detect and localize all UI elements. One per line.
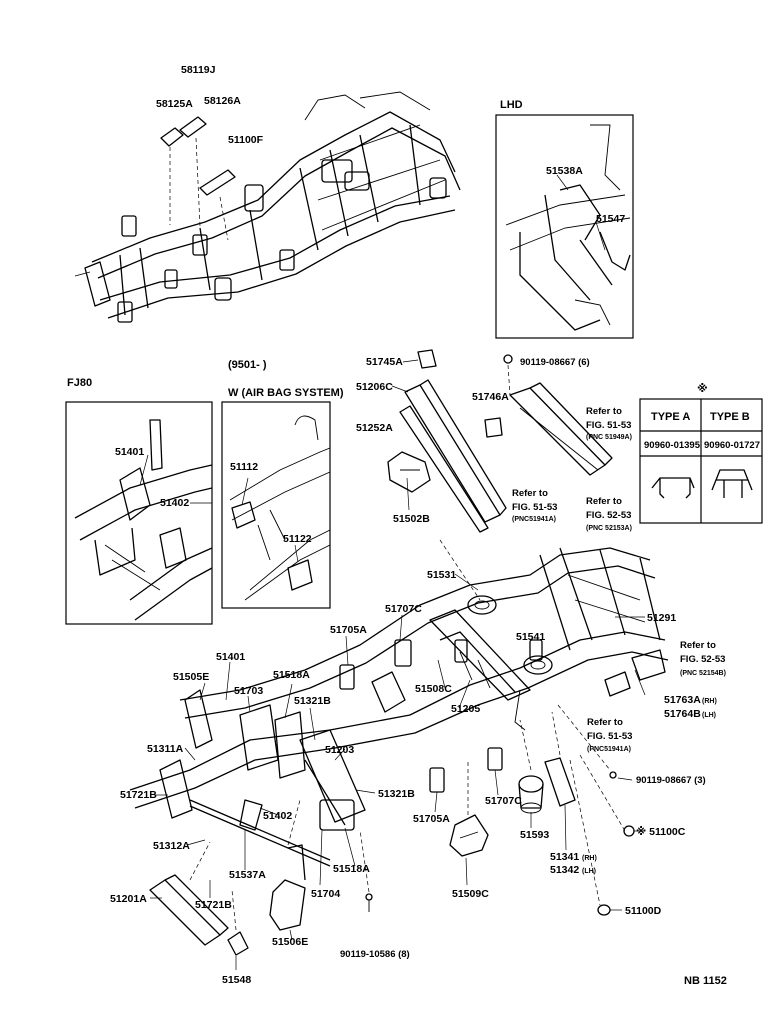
- ref-fig52-53-b-pnc: (PNC 52154B): [680, 670, 726, 677]
- ref-fig52-53-a-line1: Refer to: [586, 496, 622, 507]
- part-label-51705A-bot: 51705A: [413, 813, 450, 825]
- part-label-51518A-bot: 51518A: [333, 863, 370, 875]
- part-label-51205: 51205: [451, 703, 480, 715]
- airbag-inset-title: W (AIR BAG SYSTEM): [228, 387, 344, 399]
- airbag-label-51122: 51122: [283, 533, 312, 545]
- part-label-51707C-top: 51707C: [385, 603, 422, 615]
- ref-fig51-53-b-pnc: (PNC51941A): [512, 516, 556, 523]
- clip-table-part-b: 90960-01727: [704, 440, 760, 451]
- part-label-51341: 51341: [550, 851, 579, 863]
- part-label-51593: 51593: [520, 829, 549, 841]
- ref-fig51-53-b-line2: FIG. 51-53: [512, 502, 557, 513]
- part-label-51763A-side: (RH): [702, 698, 717, 705]
- part-label-51252A: 51252A: [356, 422, 393, 434]
- ref-fig51-53-c-line2: FIG. 51-53: [587, 731, 632, 742]
- part-label-51707C-bot: 51707C: [485, 795, 522, 807]
- part-label-51342: 51342: [550, 864, 579, 876]
- part-label-51705A-top: 51705A: [330, 624, 367, 636]
- ref-fig51-53-c-line1: Refer to: [587, 717, 623, 728]
- ref-fig51-53-c-pnc: (PNC51941A): [587, 746, 631, 753]
- airbag-label-51112: 51112: [230, 461, 258, 473]
- part-label-51312A: 51312A: [153, 840, 190, 852]
- ref-fig52-53-b-line1: Refer to: [680, 640, 716, 651]
- ref-fig51-53-b-line1: Refer to: [512, 488, 548, 499]
- figure-code: NB 1152: [684, 975, 727, 987]
- exploded-upper-parts: [387, 349, 613, 601]
- part-label-51537A: 51537A: [229, 869, 266, 881]
- fj80-label-51402: 51402: [160, 497, 189, 509]
- part-label-51402: 51402: [263, 810, 292, 822]
- ref-fig52-53-a-pnc: (PNC 52153A): [586, 525, 632, 532]
- part-label-90119-08667-6: 90119-08667 (6): [520, 357, 590, 368]
- ref-fig52-53-a-line2: FIG. 52-53: [586, 510, 631, 521]
- part-label-51342-side: (LH): [582, 868, 596, 875]
- part-label-51291: 51291: [647, 612, 676, 624]
- lhd-inset: [495, 114, 634, 339]
- part-label-51502B: 51502B: [393, 513, 430, 525]
- part-label-51201A: 51201A: [110, 893, 147, 905]
- clip-table: [639, 398, 763, 524]
- main-frame-drawing: [129, 547, 669, 970]
- fj80-inset-title: FJ80: [67, 377, 92, 389]
- clip-table-marker: ※: [697, 383, 708, 395]
- part-label-51531: 51531: [427, 569, 456, 581]
- lhd-label-51547: 51547: [596, 213, 625, 225]
- part-label-51745A: 51745A: [366, 356, 403, 368]
- part-label-51518A-top: 51518A: [273, 669, 310, 681]
- fj80-label-51401: 51401: [115, 446, 144, 458]
- upper-frame-drawing: [74, 91, 461, 323]
- ref-fig51-53-a-pnc: (PNC 51949A): [586, 434, 632, 441]
- part-label-51341-side: (RH): [582, 855, 597, 862]
- part-label-51764B-side: (LH): [702, 712, 716, 719]
- part-label-51764B: 51764B: [664, 708, 701, 720]
- part-label-90119-10586: 90119-10586 (8): [340, 949, 410, 960]
- airbag-inset: [221, 401, 331, 609]
- part-label-58125A: 58125A: [156, 98, 193, 110]
- part-label-51763A: 51763A: [664, 694, 701, 706]
- part-label-51401: 51401: [216, 651, 245, 663]
- part-label-51321B-bot: 51321B: [378, 788, 415, 800]
- part-label-51311A: 51311A: [147, 743, 184, 755]
- part-label-51746A: 51746A: [472, 391, 509, 403]
- part-label-58119J: 58119J: [181, 64, 216, 76]
- part-label-51509C: 51509C: [452, 888, 489, 900]
- part-label-51321B-top: 51321B: [294, 695, 331, 707]
- part-label-51100C: ※ 51100C: [636, 826, 686, 838]
- part-label-90119-08667-3: 90119-08667 (3): [636, 775, 706, 786]
- part-label-51703: 51703: [234, 685, 263, 697]
- airbag-inset-date: (9501- ): [228, 359, 267, 371]
- lhd-inset-title: LHD: [500, 99, 523, 111]
- part-label-51100D: 51100D: [625, 905, 662, 917]
- part-label-51203: 51203: [325, 744, 354, 756]
- ref-fig51-53-a-line2: FIG. 51-53: [586, 420, 631, 431]
- part-label-51506E: 51506E: [272, 936, 308, 948]
- ref-fig51-53-a-line1: Refer to: [586, 406, 622, 417]
- part-label-51541: 51541: [516, 631, 545, 643]
- part-label-51508C: 51508C: [415, 683, 452, 695]
- lhd-label-51538A: 51538A: [546, 165, 583, 177]
- part-label-51721B-left: 51721B: [120, 789, 157, 801]
- part-label-51206C: 51206C: [356, 381, 393, 393]
- fj80-inset: [65, 401, 213, 625]
- part-label-51704: 51704: [311, 888, 340, 900]
- clip-table-part-a: 90960-01395: [644, 440, 701, 451]
- part-label-58126A: 58126A: [204, 95, 241, 107]
- ref-fig52-53-b-line2: FIG. 52-53: [680, 654, 725, 665]
- clip-table-header-type-a: TYPE A: [651, 411, 690, 423]
- part-label-51721B-bot: 51721B: [195, 899, 232, 911]
- part-label-51100F: 51100F: [228, 134, 264, 146]
- clip-table-header-type-b: TYPE B: [710, 411, 750, 423]
- part-label-51505E: 51505E: [173, 671, 209, 683]
- part-label-51548: 51548: [222, 974, 251, 986]
